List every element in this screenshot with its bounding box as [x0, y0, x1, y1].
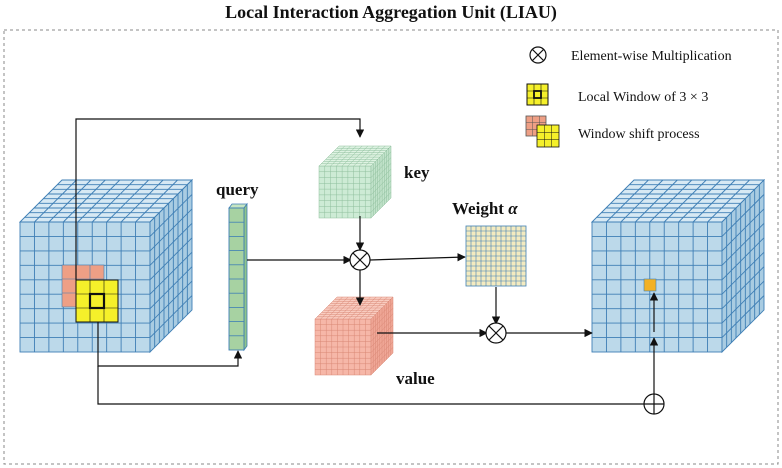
residual-line	[97, 366, 644, 405]
arrow-window-to-query	[97, 322, 243, 367]
local-window-3x3	[75, 279, 119, 323]
flow-arrows	[75, 118, 659, 405]
value-cube	[314, 296, 394, 376]
multiply-op-1	[349, 249, 371, 271]
multiply-op-2	[485, 322, 507, 344]
key-label: key	[404, 163, 430, 182]
legend: Element-wise Multiplication Local Window…	[525, 46, 732, 148]
multiply-legend-icon	[529, 46, 547, 64]
query-vector	[228, 202, 248, 352]
key-cube	[318, 145, 392, 219]
add-op	[643, 393, 665, 415]
arrow-to-key	[75, 118, 365, 280]
value-label: value	[396, 369, 435, 388]
arrow-mult-to-weight	[369, 253, 466, 262]
weight-alpha-grid	[465, 225, 527, 287]
output-feature-cube	[590, 178, 766, 354]
legend-window-label: Local Window of 3 × 3	[578, 90, 708, 105]
weight-word: Weight	[452, 199, 504, 218]
window-shift-legend-icon	[525, 115, 560, 148]
center-cell	[88, 292, 106, 310]
local-window-legend-icon	[526, 83, 549, 106]
alpha-symbol: α	[508, 199, 518, 218]
weight-label: Weight α	[452, 199, 518, 218]
output-cell	[643, 278, 657, 292]
diagram-title: Local Interaction Aggregation Unit (LIAU…	[225, 2, 557, 22]
query-label: query	[216, 180, 259, 199]
legend-multiply-label: Element-wise Multiplication	[571, 49, 732, 64]
legend-shift-label: Window shift process	[578, 127, 700, 142]
dashed-frame	[3, 29, 779, 465]
input-feature-cube	[18, 178, 194, 354]
